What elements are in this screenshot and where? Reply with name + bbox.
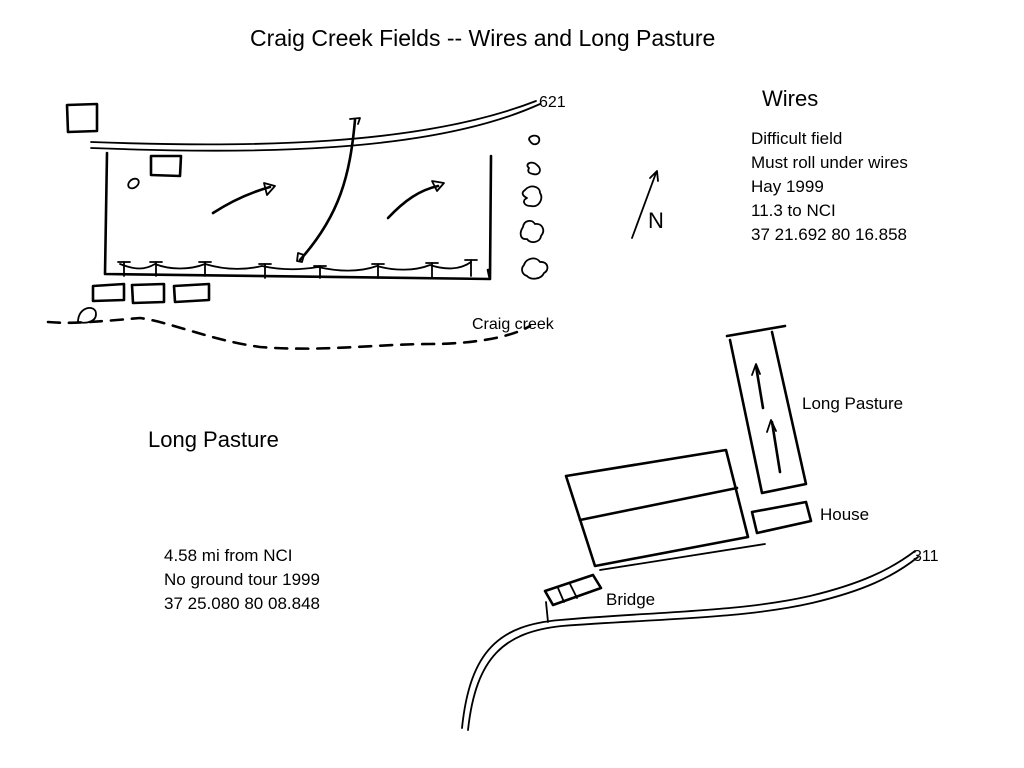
hay-bale [130, 282, 166, 305]
long-pasture-note: No ground tour 1999 [164, 570, 320, 589]
wires-note: 37 21.692 80 16.858 [751, 225, 907, 244]
hay-bale [91, 282, 126, 303]
direction-arrow [211, 185, 272, 215]
wires-note: 11.3 to NCI [751, 201, 836, 220]
tree-shape [528, 134, 541, 146]
long-pasture-notes: 4.58 mi from NCI No ground tour 1999 37 … [164, 544, 320, 616]
long-pasture-field [725, 324, 808, 495]
hay-bale [172, 282, 211, 304]
long-pasture-note: 37 25.080 80 08.848 [164, 594, 320, 613]
wires-note: Must roll under wires [751, 153, 908, 172]
long-pasture-field-label: Long Pasture [802, 394, 904, 413]
tree-loop [127, 177, 140, 190]
wire-spans [119, 261, 472, 272]
page-title: Craig Creek Fields -- Wires and Long Pas… [250, 25, 716, 51]
long-pasture-drawing [461, 324, 919, 731]
wires-field-drawing [46, 100, 549, 350]
wires-heading: Wires [762, 86, 819, 111]
bridge-outline [543, 573, 603, 607]
wires-notes: Difficult field Must roll under wires Ha… [751, 127, 908, 247]
house-outline [750, 500, 813, 535]
building-square [65, 102, 99, 134]
wires-field-outline [103, 151, 493, 281]
north-label: N [648, 208, 664, 233]
direction-arrow [754, 364, 765, 410]
bridge-label: Bridge [606, 590, 656, 609]
long-pasture-heading: Long Pasture [148, 427, 279, 452]
tree-shape [519, 220, 545, 243]
creek-label: Craig creek [472, 316, 554, 333]
wires-note: Hay 1999 [751, 177, 824, 196]
power-line [298, 118, 357, 262]
long-pasture-note: 4.58 mi from NCI [164, 546, 293, 565]
house-label: House [820, 505, 870, 524]
shed-square [149, 154, 183, 178]
direction-arrow [386, 184, 440, 220]
tree-shape [526, 161, 541, 176]
road-621 [90, 100, 537, 146]
tree-shape [521, 185, 543, 208]
wires-note: Difficult field [751, 129, 843, 148]
direction-arrow [770, 420, 782, 474]
adjoining-fields [564, 448, 750, 568]
north-arrow [631, 170, 659, 239]
road-621-label: 621 [539, 94, 566, 111]
tree-shape [521, 257, 549, 280]
road-311-label: 311 [913, 548, 939, 565]
road-311 [461, 550, 916, 729]
craig-creek-line [46, 316, 532, 350]
